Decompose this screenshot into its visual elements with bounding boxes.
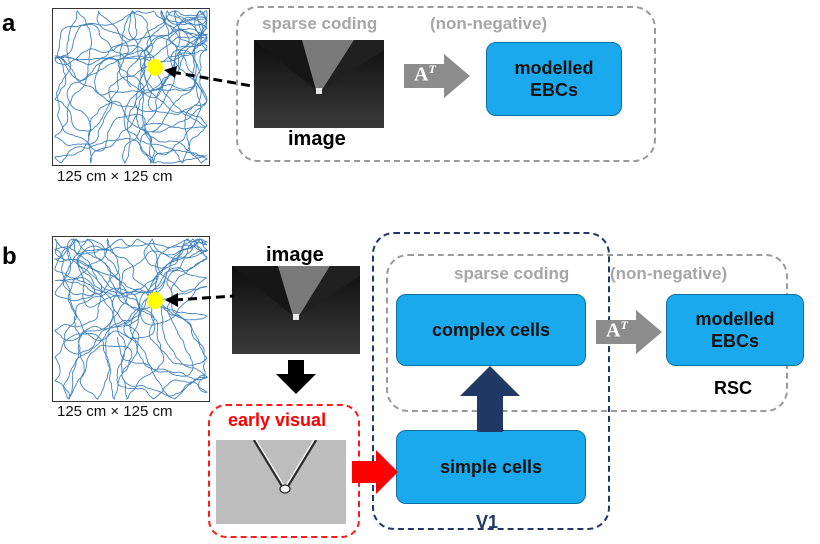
sparse-coding-box-a [236, 6, 656, 162]
panel-b-label: b [2, 243, 17, 270]
simple-to-complex-arrow [460, 366, 520, 432]
connector-b [148, 292, 235, 308]
arena-size-caption-b: 125 cm × 125 cm [57, 403, 173, 420]
egocentric-view-a [254, 40, 384, 128]
agent-position-dot-b [148, 292, 163, 308]
transform-arrow-b: AT [596, 310, 662, 354]
trajectory-path [53, 9, 209, 165]
dashed-arrow-line-a [171, 70, 253, 88]
view-image-a [254, 40, 384, 128]
modelled-label-b: modelled [695, 308, 775, 329]
arena-size-caption-a: 125 cm × 125 cm [57, 168, 173, 185]
rsc-label: RSC [714, 378, 753, 398]
simple-cells-label: simple cells [439, 456, 543, 477]
ebcs-label-a: EBCs [529, 80, 578, 100]
modelled-ebcs-box-a: modelled EBCs [486, 42, 622, 116]
transform-symbol-a: A [414, 63, 429, 86]
trajectory-path [53, 237, 209, 401]
trajectory-map-b [52, 236, 210, 402]
image-label-b: image [266, 244, 324, 266]
early-visual-image [216, 440, 346, 524]
agent-position-dot-a [150, 60, 163, 76]
transform-superscript-a: T [428, 62, 436, 76]
ebcs-label-b: EBCs [710, 331, 759, 351]
trajectory-map-a [52, 8, 210, 166]
image-to-early-visual-arrow [276, 360, 316, 394]
filtered-view-image [216, 440, 346, 524]
v1-label: V1 [476, 512, 499, 532]
early-visual-label: early visual [228, 410, 327, 430]
image-label-a: image [288, 128, 346, 150]
egocentric-view-b [232, 266, 360, 354]
early-visual-to-simple-arrow [352, 450, 398, 494]
dashed-arrow-head-a [164, 66, 177, 78]
sparse-coding-title-b: sparse coding [454, 264, 570, 283]
complex-cells-label: complex cells [431, 319, 551, 340]
view-image-b [232, 266, 360, 354]
non-negative-title-b: (non-negative) [610, 264, 728, 283]
v1-box [372, 232, 610, 530]
trajectory-plot-b [53, 237, 209, 401]
panel-a-label: a [2, 10, 16, 37]
non-negative-title-a: (non-negative) [430, 14, 548, 33]
modelled-ebcs-box-b: modelled EBCs [666, 294, 804, 366]
transform-symbol-b: A [606, 319, 621, 342]
transform-arrow-a: AT [404, 54, 470, 98]
transform-superscript-b: T [620, 318, 628, 332]
connector-a [150, 60, 253, 88]
simple-cells-box: simple cells [396, 430, 586, 504]
sparse-coding-title-a: sparse coding [262, 14, 378, 33]
modelled-label-a: modelled [514, 57, 594, 78]
complex-cells-box: complex cells [396, 294, 586, 366]
dashed-arrow-line-b [173, 294, 235, 302]
dashed-arrow-head-b [165, 293, 178, 307]
